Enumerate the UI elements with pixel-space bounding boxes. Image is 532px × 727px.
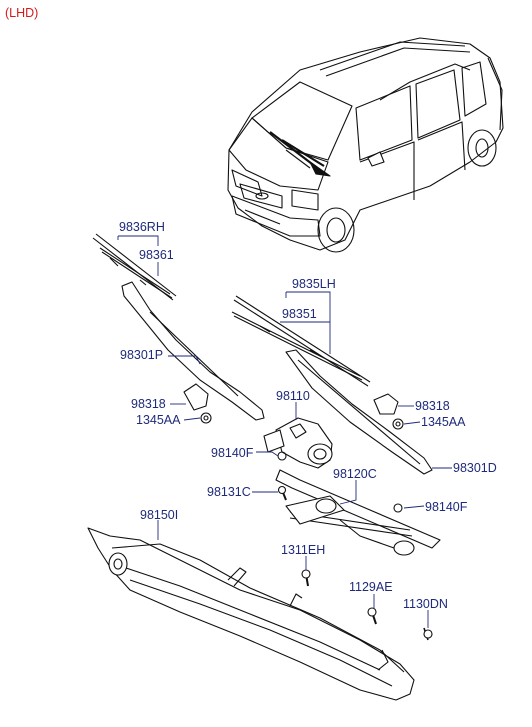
- lh-wiper-blade-drawing: [231, 295, 371, 387]
- leader-lines: [117, 235, 452, 628]
- callout-label: 1345AA: [421, 415, 466, 429]
- callout-label: 98150I: [140, 508, 179, 522]
- callout-label: 9835LH: [292, 277, 336, 291]
- wiper-motor-linkage-drawing: [263, 417, 441, 587]
- callout-label: 1129AE: [349, 580, 393, 594]
- cowl-panel-drawing: [87, 527, 433, 701]
- rh-wiper-blade-drawing: [92, 233, 177, 301]
- callout-label: 1130DN: [403, 597, 448, 611]
- lh-wiper-arm-drawing: [285, 349, 433, 475]
- callout-label: 1345AA: [136, 413, 181, 427]
- callout-label: 9836RH: [119, 220, 165, 234]
- variant-header: (LHD): [5, 6, 39, 20]
- callout-label: 98318: [131, 397, 166, 411]
- callout-label: 98361: [139, 248, 174, 262]
- callout-label: 98351: [282, 307, 317, 321]
- callout-label: 98131C: [207, 485, 251, 499]
- callout-label: 98301D: [453, 461, 497, 475]
- callout-label: 1311EH: [281, 543, 326, 557]
- callout-label: 98120C: [333, 467, 377, 481]
- rh-wiper-arm-drawing: [121, 281, 265, 424]
- callout-label: 98301P: [120, 348, 164, 362]
- callout-label: 98140F: [425, 500, 468, 514]
- callout-label: 98140F: [211, 446, 254, 460]
- callout-label: 98318: [415, 399, 450, 413]
- callout-label: 98110: [276, 389, 310, 403]
- vehicle-illustration: [227, 37, 504, 253]
